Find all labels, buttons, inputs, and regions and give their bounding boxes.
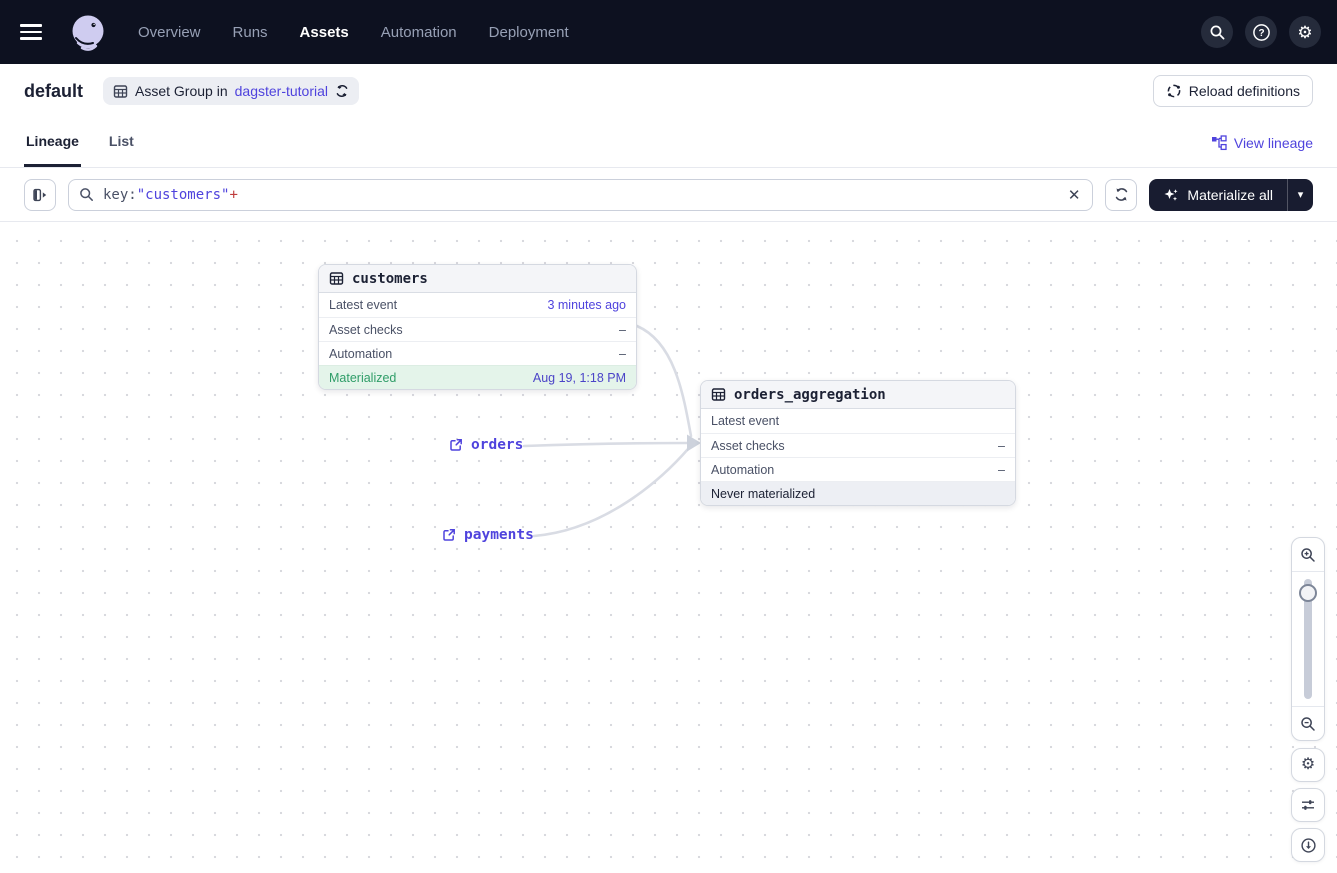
edge-arrowhead [687, 434, 701, 452]
nav-links: Overview Runs Assets Automation Deployme… [138, 24, 569, 41]
node-row-asset-checks: Asset checks – [319, 317, 636, 341]
reload-icon[interactable] [335, 84, 349, 98]
lineage-graph-canvas[interactable]: customers Latest event 3 minutes ago Ass… [0, 222, 1337, 873]
zoom-slider-track[interactable] [1304, 579, 1312, 699]
table-icon [711, 388, 726, 401]
view-tabs: Lineage List View lineage [0, 118, 1337, 168]
search-button[interactable] [1201, 16, 1233, 48]
lineage-icon [1211, 134, 1227, 150]
clear-x-icon[interactable]: ✕ [1067, 186, 1081, 204]
refresh-icon [1115, 188, 1128, 201]
nav-item-overview[interactable]: Overview [138, 23, 201, 41]
top-nav: Overview Runs Assets Automation Deployme… [0, 0, 1337, 64]
external-asset-orders[interactable]: orders [449, 437, 523, 453]
external-asset-label: orders [471, 437, 524, 453]
materialize-options-caret[interactable]: ▾ [1287, 178, 1313, 211]
lineage-toolbar: key:"customers"+ ✕ Materialize all ▾ [0, 168, 1337, 222]
node-row-materialized-status: Never materialized [701, 481, 1015, 505]
asset-filter-input[interactable]: key:"customers"+ ✕ [68, 178, 1094, 211]
user-settings-button[interactable]: ⚙ [1289, 16, 1321, 48]
nav-item-runs[interactable]: Runs [232, 23, 268, 41]
table-icon [329, 272, 344, 285]
help-icon: ? [1252, 23, 1270, 41]
node-row-asset-checks: Asset checks – [701, 433, 1015, 457]
materialize-all-label: Materialize all [1187, 186, 1273, 203]
chevron-down-icon: ▾ [1297, 189, 1304, 201]
page-title: default [24, 80, 84, 101]
reload-definitions-button[interactable]: Reload definitions [1152, 75, 1313, 107]
zoom-control-panel [1291, 537, 1325, 741]
reload-definitions-label: Reload definitions [1188, 83, 1300, 99]
recenter-icon [1300, 837, 1316, 853]
badge-prefix: Asset Group in [135, 83, 228, 99]
asset-group-icon [113, 84, 128, 98]
recenter-graph-button[interactable] [1291, 828, 1325, 862]
node-row-latest-event: Latest event [711, 414, 780, 428]
settings-icon: ⚙ [1297, 22, 1313, 42]
tab-lineage[interactable]: Lineage [24, 118, 81, 167]
zoom-out-button[interactable] [1292, 706, 1324, 740]
sparkle-icon [1164, 188, 1179, 201]
materialize-all-button[interactable]: Materialize all [1149, 179, 1287, 211]
svg-text:?: ? [1258, 28, 1264, 39]
refresh-graph-button[interactable] [1105, 178, 1138, 211]
expand-panel-icon [33, 188, 47, 201]
view-lineage-link[interactable]: View lineage [1211, 118, 1313, 167]
tab-list[interactable]: List [108, 133, 134, 149]
nav-right-actions: ? ⚙ [1201, 16, 1321, 48]
zoom-slider-handle[interactable] [1299, 584, 1317, 602]
asset-name: orders_aggregation [734, 386, 886, 403]
node-row-materialized-status: Materialized Aug 19, 1:18 PM [319, 365, 636, 389]
nav-item-deployment[interactable]: Deployment [488, 23, 569, 41]
graph-filters-button[interactable] [1291, 788, 1325, 822]
filters-icon [1302, 800, 1314, 810]
hamburger-menu-icon[interactable] [20, 16, 52, 48]
asset-group-badge: Asset Group in dagster-tutorial [103, 77, 360, 105]
asset-name: customers [352, 270, 428, 287]
code-location-link[interactable]: dagster-tutorial [234, 83, 329, 99]
expand-sidebar-button[interactable] [24, 178, 56, 211]
external-link-icon [450, 439, 462, 451]
materialize-split-button: Materialize all ▾ [1149, 178, 1313, 211]
code-location-icon [1167, 84, 1181, 98]
asset-node-customers[interactable]: customers Latest event 3 minutes ago Ass… [318, 264, 637, 390]
zoom-slider[interactable] [1292, 572, 1324, 706]
lineage-edges [522, 324, 701, 538]
asset-node-orders-aggregation[interactable]: orders_aggregation Latest event Asset ch… [700, 380, 1016, 506]
asset-group-header: default Asset Group in dagster-tutorial … [0, 64, 1337, 118]
external-asset-label: payments [464, 527, 534, 543]
node-row-automation: Automation – [701, 457, 1015, 481]
node-row-automation: Automation – [319, 341, 636, 365]
help-button[interactable]: ? [1245, 16, 1277, 48]
view-lineage-label: View lineage [1233, 134, 1313, 151]
filter-query-text: key:"customers"+ [103, 186, 238, 203]
graph-settings-button[interactable]: ⚙ [1291, 748, 1325, 782]
zoom-in-icon [1301, 547, 1315, 562]
zoom-in-button[interactable] [1292, 538, 1324, 572]
zoom-out-icon [1301, 716, 1315, 731]
external-link-icon [443, 529, 455, 541]
external-asset-payments[interactable]: payments [442, 527, 534, 543]
latest-event-link[interactable]: 3 minutes ago [547, 298, 626, 312]
materialized-timestamp-link[interactable]: Aug 19, 1:18 PM [532, 370, 626, 385]
asset-node-header[interactable]: orders_aggregation [701, 381, 1015, 409]
search-icon [80, 188, 93, 201]
dagster-logo[interactable] [66, 10, 110, 54]
gear-icon: ⚙ [1300, 756, 1316, 773]
node-row-latest-event: Latest event 3 minutes ago [329, 298, 626, 312]
nav-item-assets[interactable]: Assets [299, 23, 349, 41]
asset-node-header[interactable]: customers [319, 265, 636, 293]
search-icon [1210, 25, 1224, 39]
nav-item-automation[interactable]: Automation [380, 23, 457, 41]
